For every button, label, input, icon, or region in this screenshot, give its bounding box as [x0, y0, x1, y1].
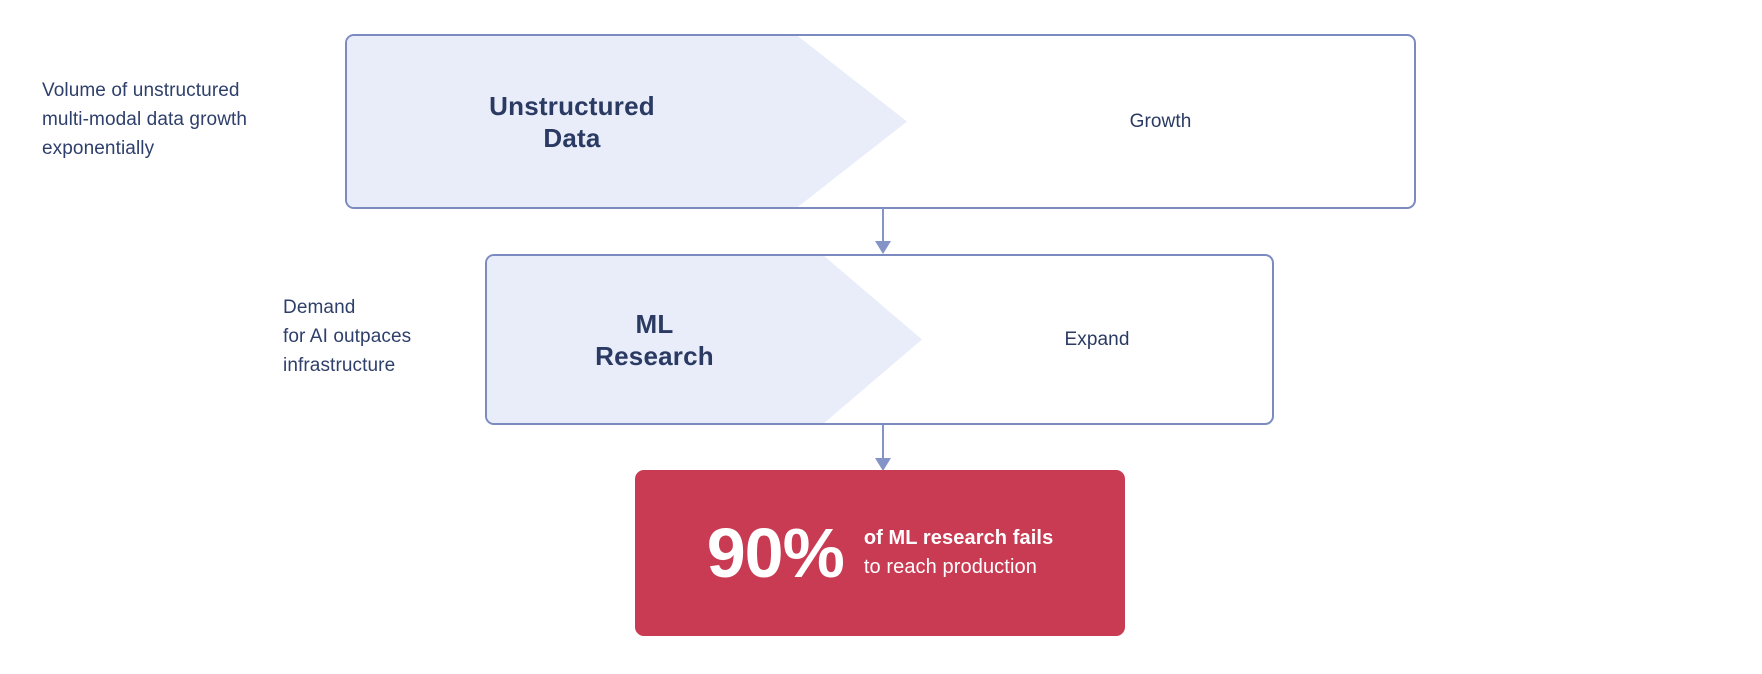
- row-1-caption: Volume of unstructured multi-modal data …: [42, 80, 248, 159]
- stage-unstructured-data[interactable]: Unstructured Data Growth: [345, 34, 1416, 209]
- chevron-shape-row-2: ML Research: [487, 256, 922, 423]
- stat-text-block: of ML research fails to reach production: [864, 524, 1053, 582]
- chevron-shape-row-1: Unstructured Data: [347, 36, 907, 207]
- stat-headline: of ML research fails: [863, 527, 1054, 549]
- arrow-down-icon-row1-row2: [873, 208, 893, 254]
- stage-ml-research[interactable]: ML Research Expand: [485, 254, 1274, 425]
- arrow-shaft: [882, 208, 884, 242]
- arrow-head: [875, 458, 891, 471]
- arrow-shaft: [882, 425, 884, 459]
- stat-callout-card: 90% of ML research fails to reach produc…: [635, 470, 1125, 636]
- stat-value: 90%: [706, 514, 845, 592]
- stage-1-right-label: Growth: [1129, 110, 1192, 132]
- stage-2-right-label: Expand: [1064, 328, 1130, 350]
- row-2-caption: Demand for AI outpaces infrastructure: [283, 297, 412, 376]
- stat-subline: to reach production: [863, 556, 1037, 578]
- stage-1-chevron-label: Unstructured Data: [489, 90, 655, 153]
- arrow-head: [875, 241, 891, 254]
- stage-2-chevron-label: ML Research: [595, 308, 714, 371]
- arrow-down-icon-row2-stat: [873, 425, 893, 471]
